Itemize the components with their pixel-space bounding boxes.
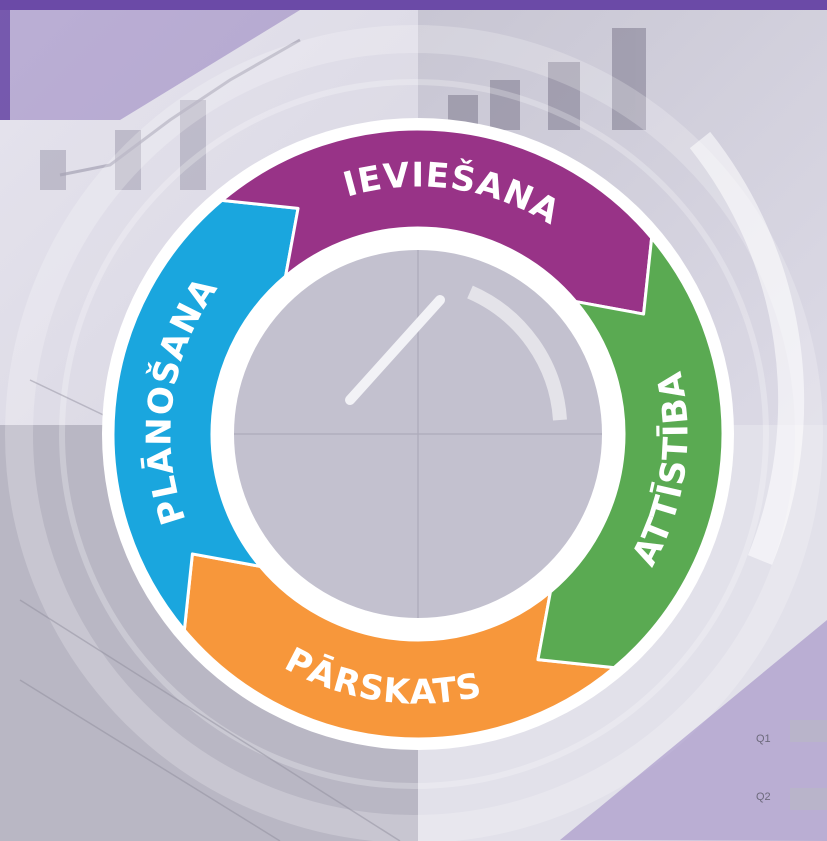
background-small-bars bbox=[40, 100, 206, 190]
background-arc-inner bbox=[59, 79, 769, 789]
background-q-bars: Q1 Q2 00 bbox=[434, 461, 827, 810]
tick-label-q1: Q1 bbox=[756, 733, 771, 745]
background-arc-right bbox=[689, 131, 805, 565]
top-left-purple-haze bbox=[0, 10, 300, 120]
background-bar-chart bbox=[448, 28, 646, 130]
left-accent-bar bbox=[0, 10, 10, 120]
center-arc bbox=[467, 285, 567, 421]
tick-label-q2: Q2 bbox=[756, 791, 771, 803]
background-purple-area bbox=[560, 620, 827, 841]
pen-icon bbox=[345, 295, 445, 405]
background-arc-outer bbox=[5, 25, 823, 841]
background-line-plot bbox=[59, 38, 301, 177]
segment-development bbox=[536, 236, 725, 670]
top-accent-bar bbox=[0, 0, 827, 10]
